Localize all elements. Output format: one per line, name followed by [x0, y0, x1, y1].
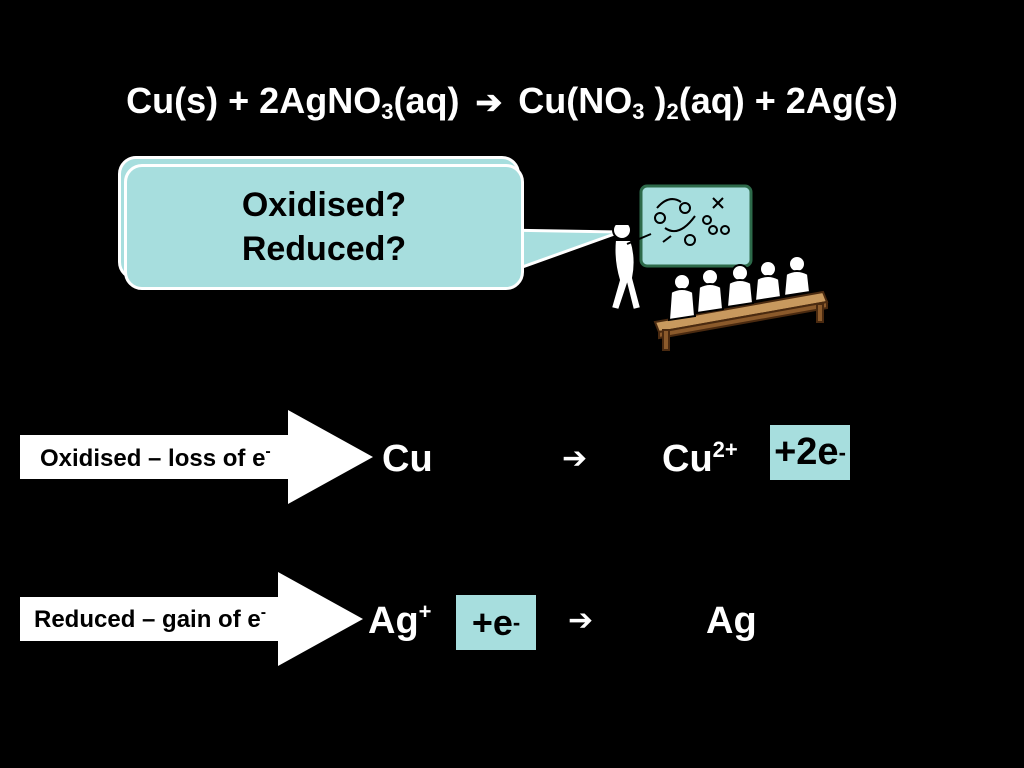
- reduction-reactant: Ag+: [368, 600, 432, 643]
- reduced-label-text: Reduced – gain of e: [34, 606, 261, 633]
- chemical-equation: Cu(s) + 2AgNO3(aq) ➔ Cu(NO3 )2(aq) + 2Ag…: [0, 80, 1024, 124]
- reduced-label: Reduced – gain of e-: [34, 604, 267, 634]
- speech-bubble-tail: [500, 228, 621, 277]
- equation-part-4: ): [644, 80, 667, 121]
- oxidised-label-sup: -: [265, 443, 271, 460]
- right-arrow-icon: ➔: [475, 84, 503, 120]
- oxidation-electrons-box: +2e-: [770, 425, 850, 480]
- equation-subscript-2: 3: [632, 99, 645, 124]
- bubble-question-oxidised: Oxidised?: [241, 186, 407, 224]
- equation-part-5: (aq) + 2Ag(s): [678, 80, 898, 121]
- equation-subscript-1: 3: [381, 99, 394, 124]
- equation-part-3: Cu(NO: [518, 80, 633, 121]
- oxidation-electrons-text: +2e: [774, 431, 839, 473]
- bubble-question-reduced: Reduced?: [241, 230, 407, 268]
- reduction-electrons-box: +e-: [456, 595, 536, 650]
- reduction-product: Ag: [706, 600, 757, 642]
- oxidised-label: Oxidised – loss of e-: [40, 443, 271, 473]
- reduction-electrons-text: +e: [471, 601, 513, 643]
- equation-part-2: (aq): [393, 80, 460, 121]
- reduction-reactant-charge: +: [418, 599, 432, 624]
- reduction-arrow-icon: ➔: [568, 604, 594, 637]
- oxidised-arrow-shape: [20, 410, 373, 504]
- teacher-with-students-clipart-icon: [596, 184, 829, 351]
- oxidised-label-text: Oxidised – loss of e: [40, 445, 266, 472]
- oxidation-product-charge: 2+: [712, 437, 738, 462]
- oxidation-reactant: Cu: [382, 438, 433, 480]
- reduction-reactant-text: Ag: [368, 600, 419, 642]
- reduced-label-sup: -: [260, 604, 267, 621]
- oxidation-product: Cu2+: [662, 438, 738, 481]
- oxidation-arrow-icon: ➔: [562, 442, 588, 475]
- equation-subscript-3: 2: [666, 99, 679, 124]
- equation-part-1: Cu(s) + 2AgNO: [126, 80, 382, 121]
- reduced-arrow-shape: [20, 572, 363, 666]
- oxidation-product-text: Cu: [662, 438, 713, 480]
- speech-bubble: Oxidised? Reduced?: [124, 164, 524, 290]
